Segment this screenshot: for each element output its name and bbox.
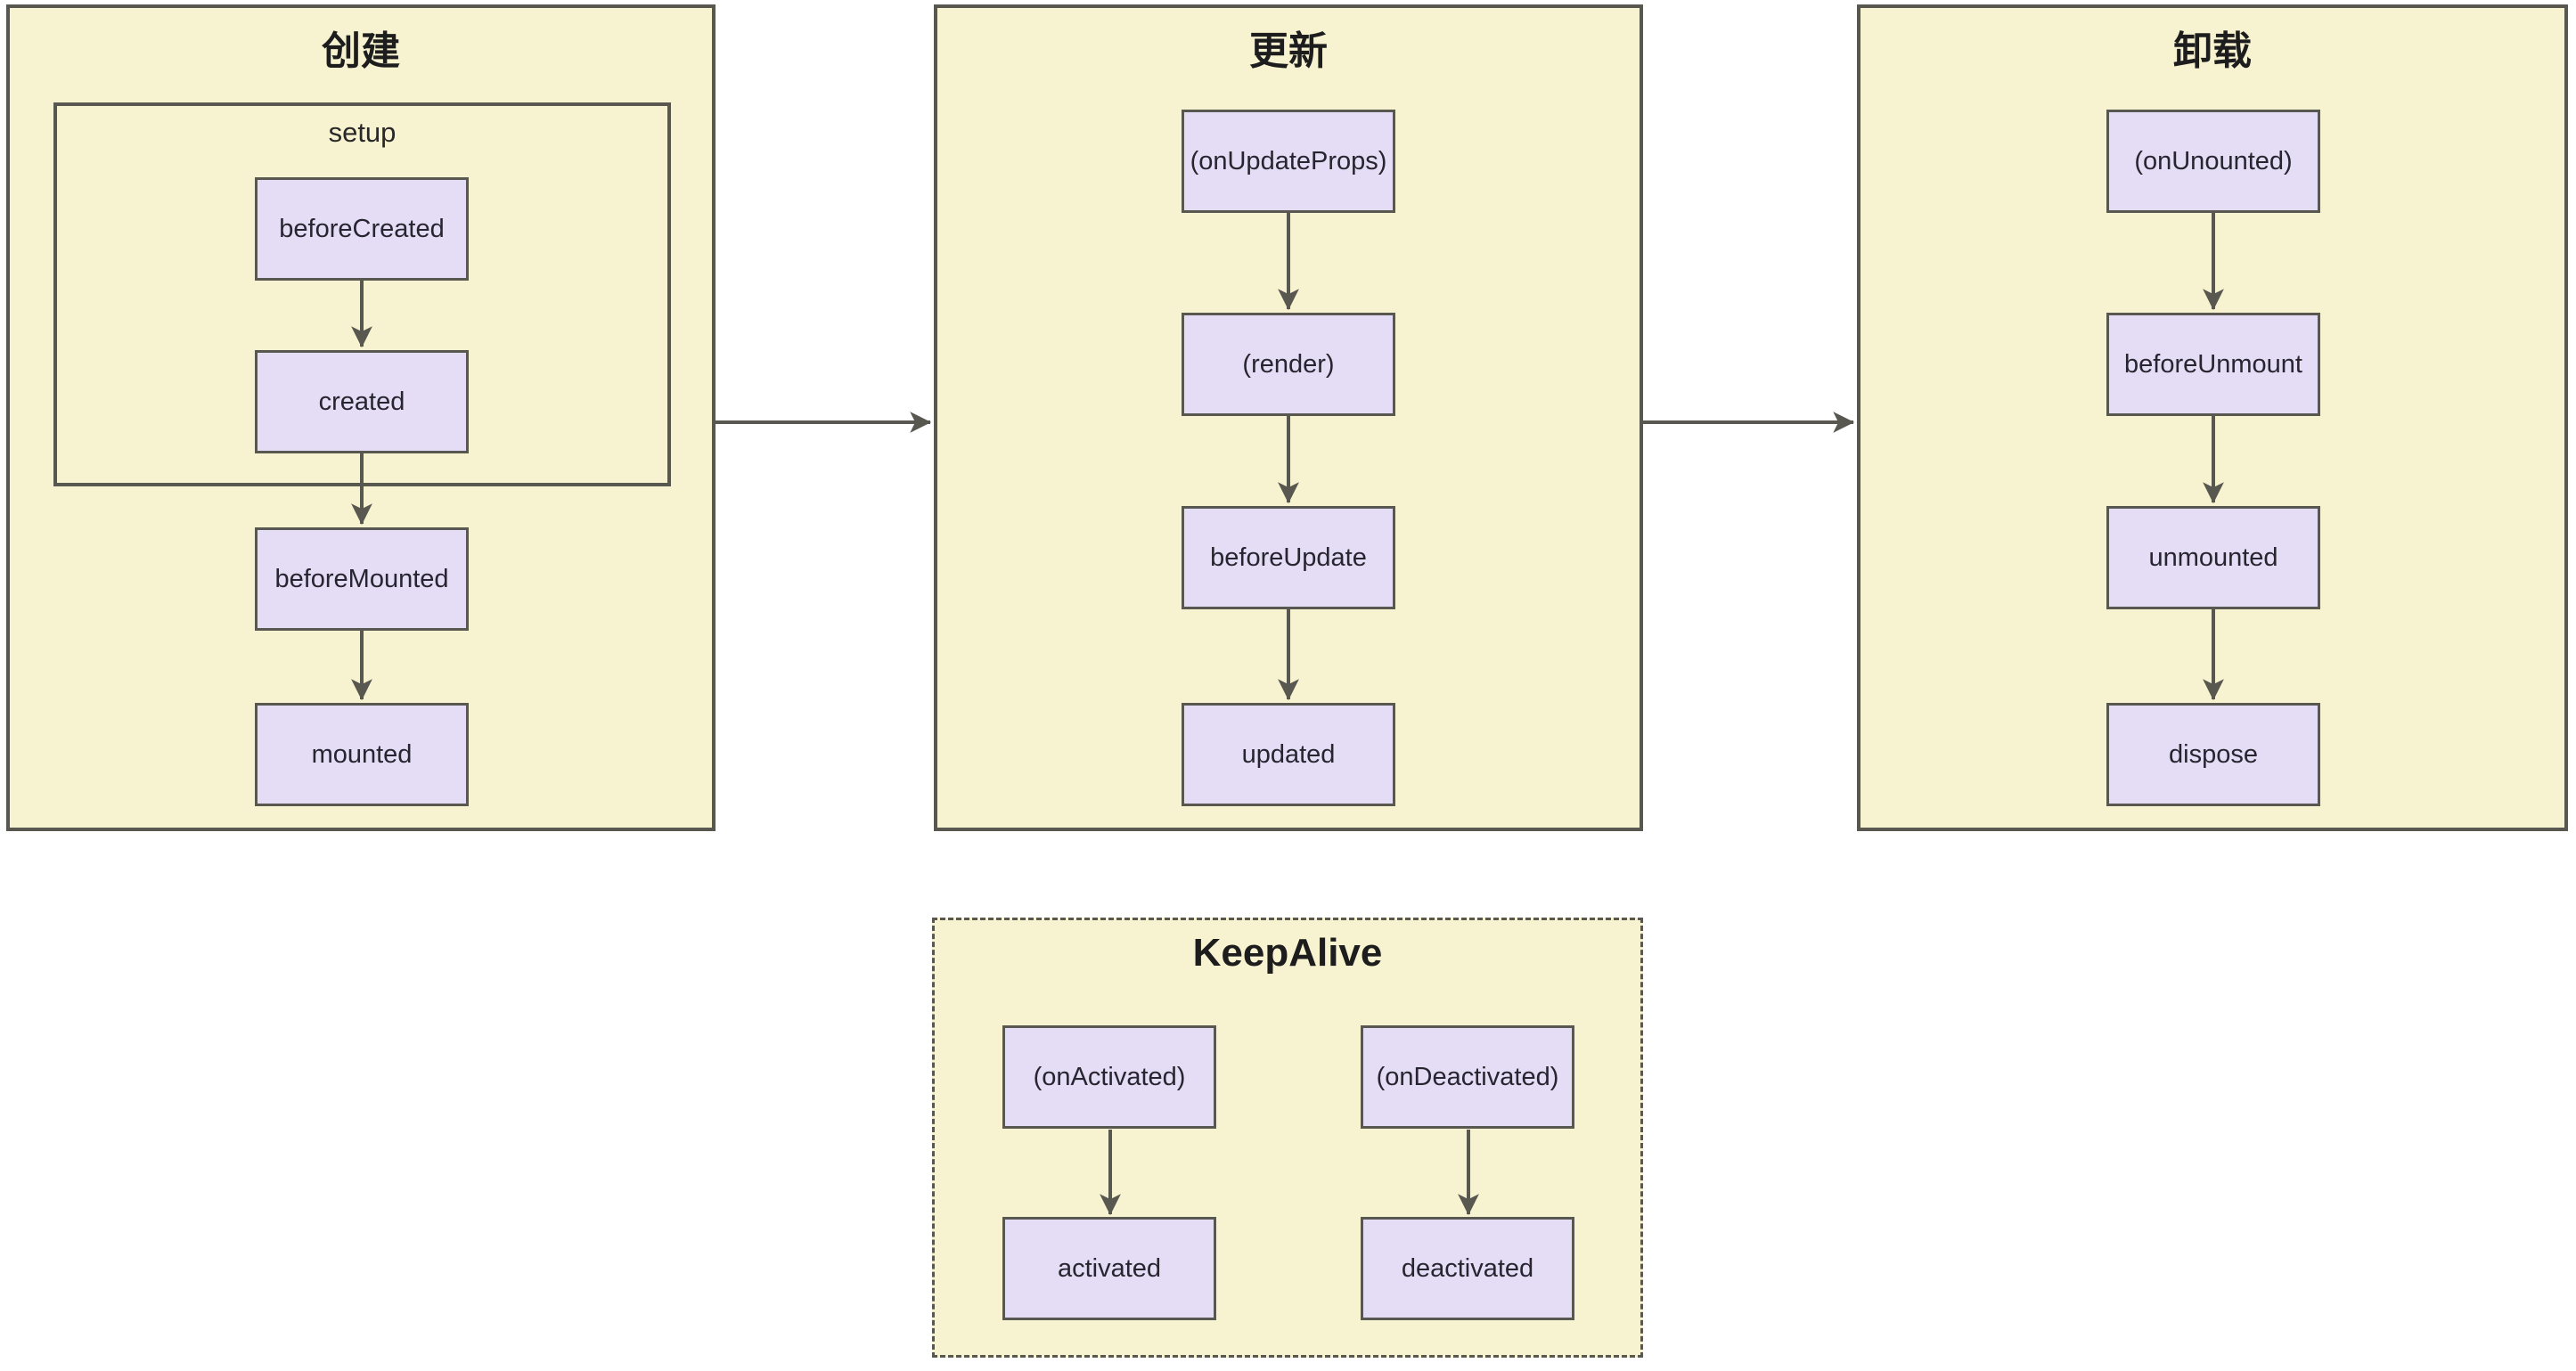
node-beforeunmount: beforeUnmount	[2106, 313, 2320, 416]
keepalive-title: KeepAlive	[1192, 931, 1383, 975]
node-activated: activated	[1002, 1217, 1216, 1320]
node-onactivated: (onActivated)	[1002, 1025, 1216, 1129]
phase-update: 更新 (onUpdateProps) (render) beforeUpdate…	[934, 4, 1643, 831]
node-beforeupdate: beforeUpdate	[1182, 506, 1395, 609]
node-deactivated: deactivated	[1361, 1217, 1574, 1320]
phase-update-title: 更新	[1249, 29, 1328, 73]
node-beforecreated: beforeCreated	[255, 177, 469, 281]
node-mounted: mounted	[255, 703, 469, 806]
keepalive-group: KeepAlive (onActivated) activated (onDea…	[932, 918, 1643, 1358]
phase-creation: 创建 setup beforeCreated created beforeMou…	[6, 4, 716, 831]
phase-unmount-title: 卸载	[2173, 29, 2252, 73]
node-ondeactivated: (onDeactivated)	[1361, 1025, 1574, 1129]
node-beforemounted: beforeMounted	[255, 527, 469, 631]
node-dispose: dispose	[2106, 703, 2320, 806]
node-onunounted: (onUnounted)	[2106, 110, 2320, 213]
node-unmounted: unmounted	[2106, 506, 2320, 609]
node-render: (render)	[1182, 313, 1395, 416]
node-updated: updated	[1182, 703, 1395, 806]
setup-group-label: setup	[328, 117, 397, 148]
phase-creation-title: 创建	[322, 29, 400, 73]
node-onupdateprops: (onUpdateProps)	[1182, 110, 1395, 213]
node-created: created	[255, 350, 469, 453]
phase-unmount: 卸载 (onUnounted) beforeUnmount unmounted …	[1857, 4, 2568, 831]
